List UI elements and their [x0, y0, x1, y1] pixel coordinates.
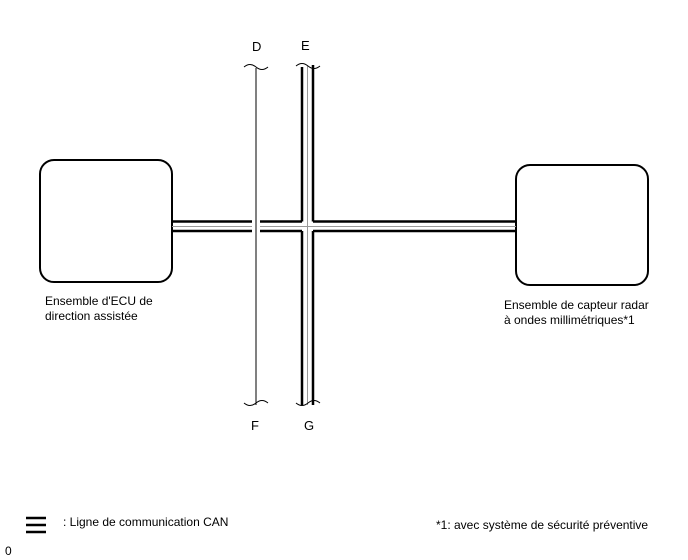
can-bus-vertical-e-g: [300, 65, 315, 405]
label-e: E: [301, 38, 310, 53]
label-g: G: [304, 418, 315, 433]
power-steering-ecu-box: [39, 159, 173, 283]
footnote: *1: avec système de sécurité préventive: [436, 518, 649, 532]
radar-sensor-box: [515, 164, 649, 286]
left-label-line1: Ensemble d'ECU de: [45, 294, 153, 308]
can-bus-center: [172, 66, 516, 405]
label-f: F: [251, 418, 259, 433]
can-line-icon: [26, 516, 46, 534]
right-label-line1: Ensemble de capteur radar: [504, 298, 649, 312]
legend-text: : Ligne de communication CAN: [63, 515, 229, 529]
right-component-label: Ensemble de capteur radar à ondes millim…: [504, 298, 649, 328]
right-label-line2: à ondes millimétriques*1: [504, 313, 635, 327]
can-bus-horizontal: [172, 220, 516, 233]
left-label-line2: direction assistée: [45, 309, 138, 323]
left-component-label: Ensemble d'ECU de direction assistée: [45, 294, 153, 324]
label-d: D: [252, 39, 262, 54]
break-marks: [243, 63, 321, 406]
corner-mark: 0: [5, 544, 12, 558]
